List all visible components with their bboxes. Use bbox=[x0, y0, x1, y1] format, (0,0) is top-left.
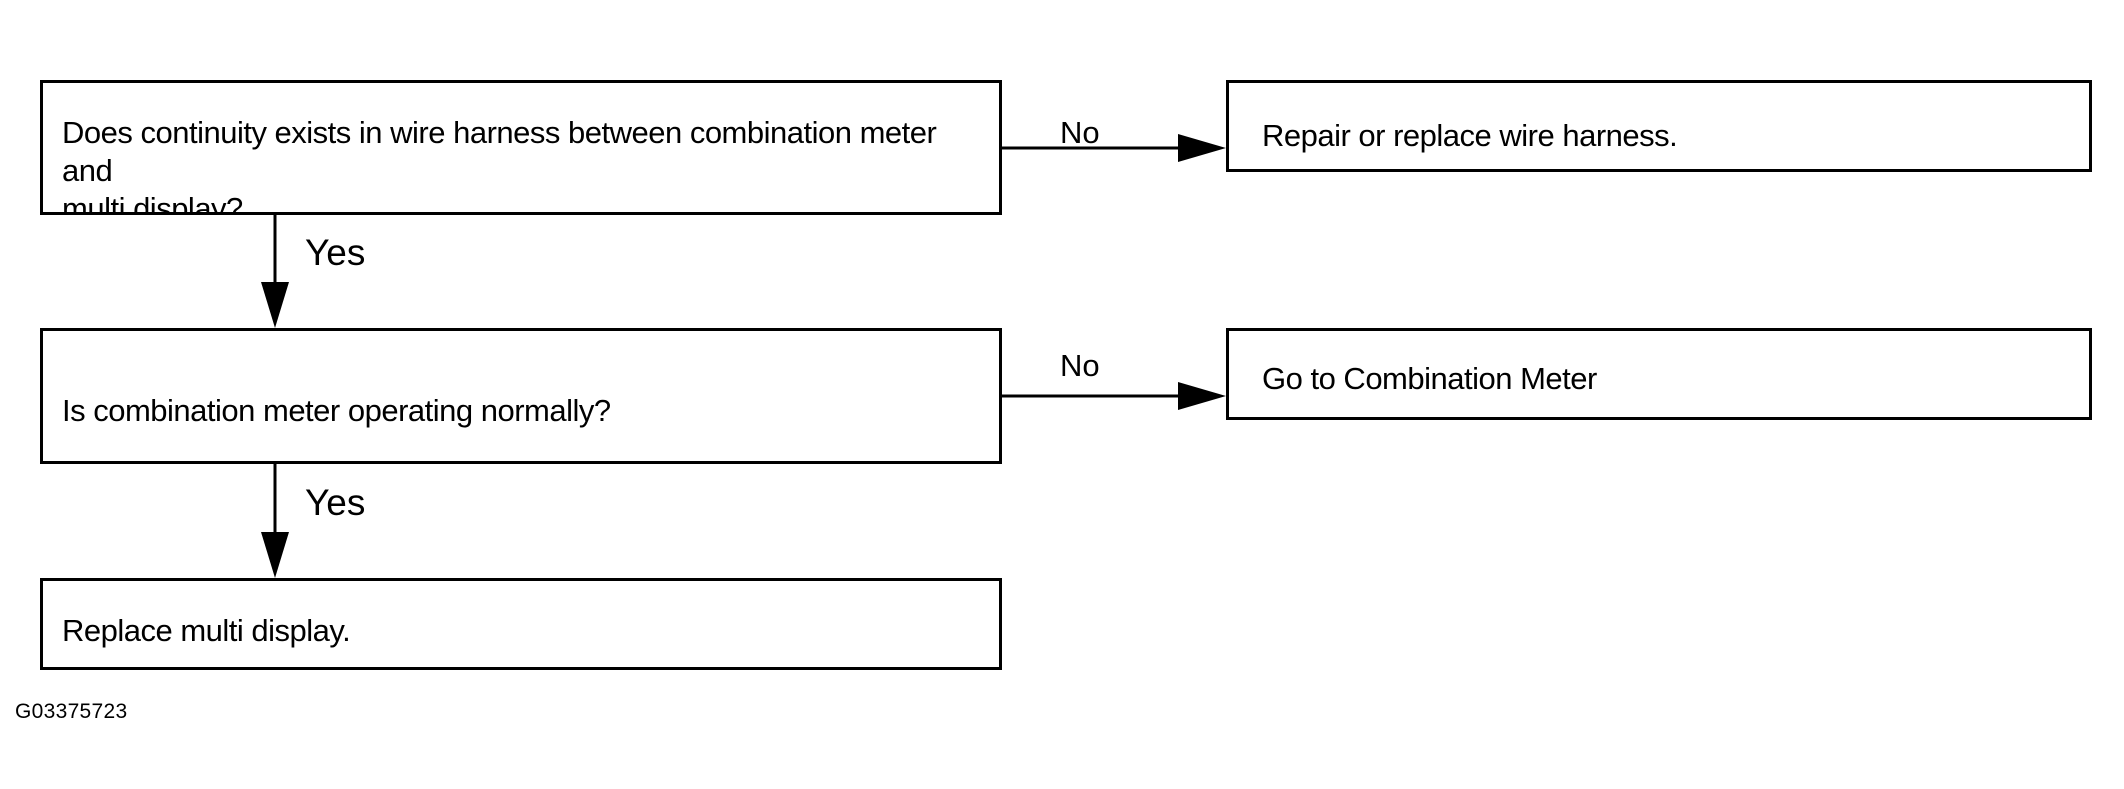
question-continuity-line-3: multi display? bbox=[62, 191, 243, 212]
edge-label-q2-no: No bbox=[1060, 348, 1100, 383]
question-box-continuity bbox=[40, 80, 1002, 215]
arrow-q1-yes bbox=[261, 215, 289, 328]
edge-label-q2-yes: Yes bbox=[305, 482, 366, 523]
action-box-go-to-combination-meter bbox=[1226, 328, 2092, 420]
edge-label-q1-yes: Yes bbox=[305, 232, 366, 273]
question-meter-operating-text: Is combination meter operating normally? bbox=[62, 393, 611, 428]
arrow-q1-no bbox=[1002, 134, 1226, 162]
question-continuity-line-2: and bbox=[62, 153, 113, 188]
edge-label-q1-no: No bbox=[1060, 115, 1100, 150]
action-replace-multi-display-text: Replace multi display. bbox=[62, 613, 351, 648]
figure-id: G03375723 bbox=[15, 700, 128, 723]
arrow-q2-yes bbox=[261, 464, 289, 578]
action-go-to-combination-meter-text: Go to Combination Meter bbox=[1262, 361, 1597, 396]
action-box-replace-multi-display bbox=[40, 578, 1002, 670]
question-box-meter-operating bbox=[40, 328, 1002, 464]
action-repair-harness-text: Repair or replace wire harness. bbox=[1262, 118, 1678, 153]
action-box-repair-harness bbox=[1226, 80, 2092, 172]
arrow-q2-no bbox=[1002, 382, 1226, 410]
question-continuity-line-1: Does continuity exists in wire harness b… bbox=[62, 115, 937, 150]
